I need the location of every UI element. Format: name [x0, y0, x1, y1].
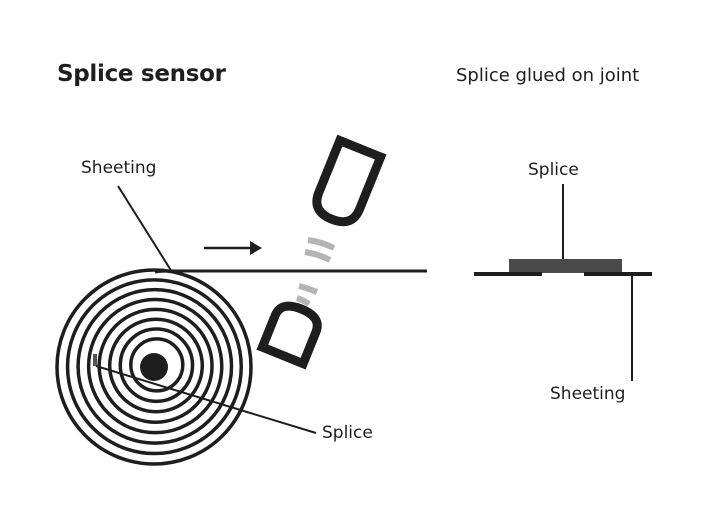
roll-turn [97, 307, 214, 424]
sensor-emitter-icon [312, 134, 387, 227]
splice-mark-on-roll [93, 354, 97, 366]
signal-waves-upper [304, 237, 336, 263]
roll-turn [65, 278, 244, 456]
sheeting-roll [55, 268, 253, 466]
splice-tape [509, 259, 622, 273]
roll-core [140, 353, 168, 381]
diagram-subtitle: Splice glued on joint [456, 65, 640, 86]
diagram-title: Splice sensor [57, 61, 226, 87]
roll-turn [76, 287, 234, 445]
splice-label-joint: Splice [528, 160, 579, 180]
roll-turn [107, 317, 205, 414]
splice-leader-line-roll [95, 365, 317, 434]
roll-turn [86, 297, 224, 435]
joint-detail [474, 184, 652, 381]
roll-turn [55, 268, 253, 466]
roll-turn [118, 327, 195, 404]
splice-label-roll: Splice [322, 423, 373, 443]
direction-arrow-icon [204, 241, 262, 255]
sheeting-label-joint: Sheeting [550, 384, 626, 404]
sensor-receiver-icon [256, 301, 322, 370]
sheeting-leader-line [117, 185, 173, 273]
signal-waves-lower [296, 283, 319, 307]
sheeting-web [154, 269, 427, 274]
roll-turn [129, 337, 185, 393]
sheeting-label-left: Sheeting [81, 158, 157, 178]
